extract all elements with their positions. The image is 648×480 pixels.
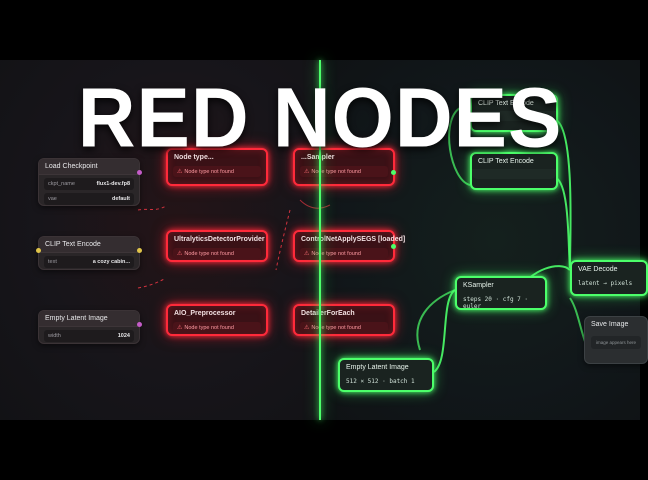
split-divider [319, 60, 321, 420]
widget-value: flux1-dev.fp8 [96, 181, 130, 187]
node-title: CLIP Text Encode [39, 237, 139, 253]
widget-value: a cozy cabin... [92, 259, 130, 265]
error-message: ⚠Node type not found [300, 248, 388, 259]
node-title: Load Checkpoint [39, 159, 139, 175]
output-socket[interactable] [137, 248, 142, 253]
widget-label: width [48, 333, 61, 339]
clip-text-encode-node-1[interactable]: CLIP Text Encode [470, 94, 558, 132]
warning-icon: ⚠ [177, 251, 183, 257]
node-title: CLIP Text Encode [478, 100, 534, 107]
missing-node-2[interactable]: ...Sampler ⚠Node type not found [293, 148, 396, 186]
clip-text-encode-node-2[interactable]: CLIP Text Encode [470, 152, 558, 190]
node-params: latent → pixels [578, 280, 633, 287]
output-socket[interactable] [137, 170, 142, 175]
warning-icon: ⚠ [177, 325, 183, 331]
node-body [472, 111, 556, 121]
node-title: ...Sampler [301, 154, 335, 161]
node-title: Empty Latent Image [39, 311, 139, 327]
vae-decode-node[interactable]: VAE Decode latent → pixels [570, 260, 648, 296]
widget-label: ckpt_name [48, 181, 75, 187]
node-title: Empty Latent Image [346, 364, 409, 371]
load-checkpoint-node[interactable]: Load Checkpoint ckpt_name flux1-dev.fp8 v… [38, 158, 142, 206]
empty-latent-image-node[interactable]: Empty Latent Image width 1024 [38, 310, 142, 344]
node-params: steps 20 · cfg 7 · euler [463, 296, 529, 310]
node-title: AIO_Preprocessor [174, 310, 236, 317]
green-link [433, 289, 456, 373]
node-title: Node type... [174, 154, 214, 161]
save-image-node[interactable]: Save Image image appears here [584, 316, 648, 364]
missing-node-ultralytics[interactable]: UltralyticsDetectorProvider ⚠Node type n… [166, 230, 268, 262]
node-title: VAE Decode [578, 266, 618, 273]
green-link [448, 107, 471, 186]
error-message: ⚠Node type not found [173, 322, 261, 333]
warning-icon: ⚠ [177, 169, 183, 175]
widget-vae[interactable]: vae default [44, 193, 134, 205]
missing-node-detailer[interactable]: DetailerForEach ⚠Node type not found [293, 304, 395, 336]
widget-ckpt-name[interactable]: ckpt_name flux1-dev.fp8 [44, 178, 134, 190]
empty-latent-image-node-green[interactable]: Empty Latent Image 512 × 512 · batch 1 [338, 358, 434, 392]
green-link [555, 177, 571, 269]
output-socket[interactable] [391, 244, 396, 249]
widget-text[interactable]: text a cozy cabin... [44, 256, 134, 268]
error-message: ⚠Node type not found [300, 166, 388, 177]
missing-node-1[interactable]: Node type... ⚠Node type not found [166, 148, 268, 186]
broken-link [299, 199, 331, 209]
broken-link [275, 209, 291, 271]
warning-icon: ⚠ [304, 251, 310, 257]
node-title: DetailerForEach [301, 310, 355, 317]
output-socket[interactable] [137, 322, 142, 327]
output-socket[interactable] [391, 170, 396, 175]
widget-width[interactable]: width 1024 [44, 330, 134, 342]
node-title: CLIP Text Encode [478, 158, 534, 165]
missing-node-aio-preprocessor[interactable]: AIO_Preprocessor ⚠Node type not found [166, 304, 268, 336]
green-link [555, 119, 572, 266]
node-body [472, 169, 556, 179]
node-graph-canvas[interactable]: Load Checkpoint ckpt_name flux1-dev.fp8 v… [0, 60, 648, 420]
image-preview: image appears here [591, 336, 641, 349]
warning-icon: ⚠ [304, 325, 310, 331]
warning-icon: ⚠ [304, 169, 310, 175]
input-socket[interactable] [36, 248, 41, 253]
node-title: ControlNetApplySEGS [loaded] [301, 236, 406, 243]
error-message: ⚠Node type not found [173, 248, 261, 259]
broken-link [137, 277, 167, 289]
error-message: ⚠Node type not found [300, 322, 388, 333]
ksampler-node[interactable]: KSampler steps 20 · cfg 7 · euler [455, 276, 547, 310]
node-title: UltralyticsDetectorProvider [174, 236, 265, 243]
error-message: ⚠Node type not found [173, 166, 261, 177]
widget-value: 1024 [117, 333, 130, 339]
node-params: 512 × 512 · batch 1 [346, 378, 415, 385]
missing-node-controlnet[interactable]: ControlNetApplySEGS [loaded] ⚠Node type … [293, 230, 406, 262]
thumbnail-title: RED NODES [77, 70, 563, 165]
node-title: Save Image [591, 321, 629, 328]
broken-link [137, 205, 167, 211]
clip-text-encode-node[interactable]: CLIP Text Encode text a cozy cabin... [36, 236, 142, 270]
widget-label: vae [48, 196, 57, 202]
node-title: KSampler [463, 282, 494, 289]
widget-value: default [111, 196, 130, 202]
green-link [416, 289, 456, 351]
widget-label: text [48, 259, 57, 265]
